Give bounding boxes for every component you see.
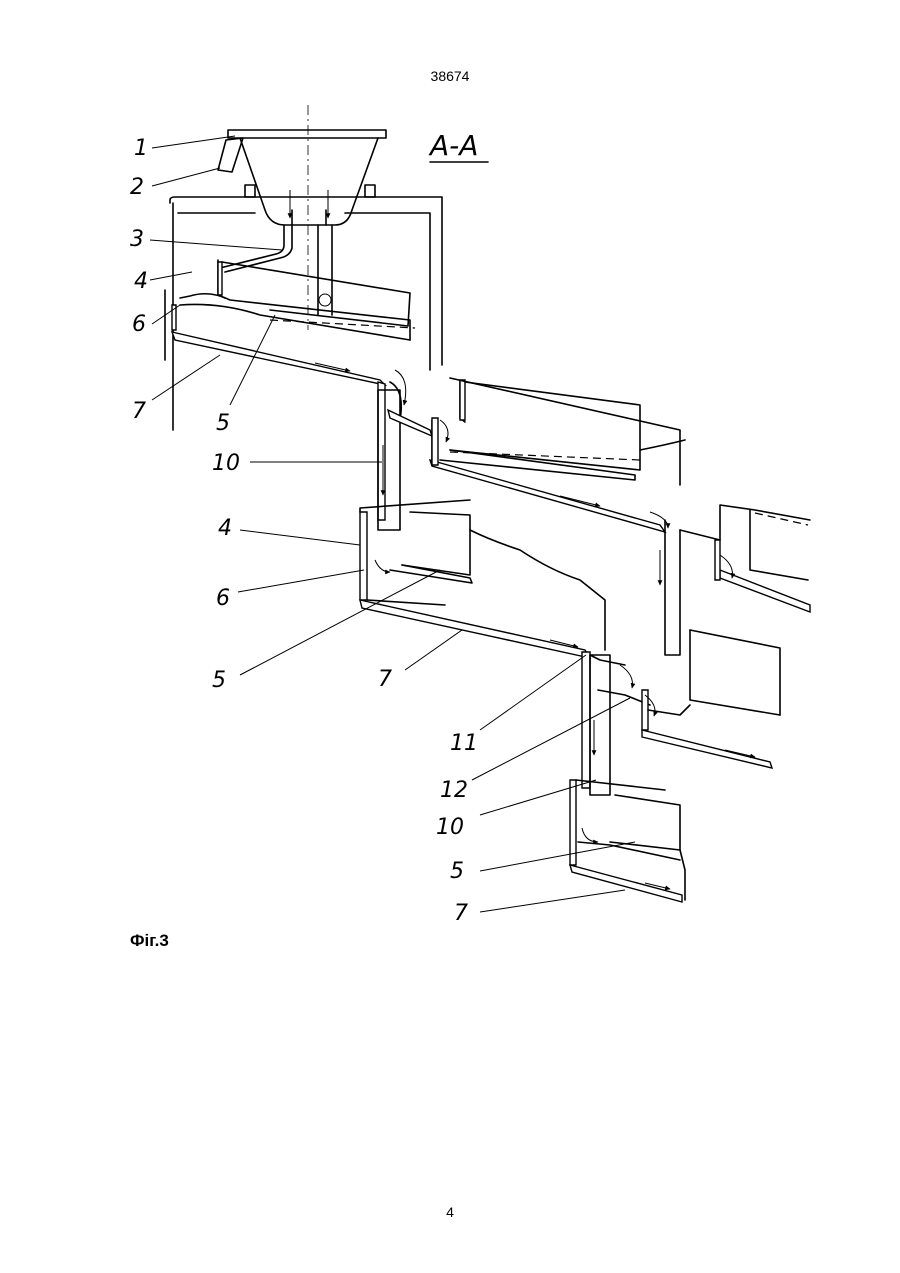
- label-7: 7: [132, 399, 146, 424]
- label-4: 4: [134, 269, 148, 294]
- label-10: 10: [212, 451, 240, 476]
- first-tray: [172, 260, 415, 340]
- section-label: A-A: [428, 129, 478, 162]
- drop-tube-right: [665, 520, 680, 655]
- figure-caption: Фіг.3: [130, 931, 169, 951]
- page-code: 38674: [0, 68, 900, 84]
- chute-second: [360, 600, 590, 658]
- label-3: 3: [130, 227, 144, 252]
- frame-top: [170, 197, 442, 365]
- label-2: 2: [130, 175, 144, 200]
- chute-top: [172, 332, 385, 385]
- page-number: 4: [0, 1204, 900, 1220]
- label-5: 5: [216, 411, 230, 436]
- label-10-second: 10: [436, 815, 464, 840]
- label-4-second: 4: [218, 516, 232, 541]
- drop-tube-2: [582, 652, 590, 788]
- label-6: 6: [132, 312, 146, 337]
- technical-drawing: A-A 1 2 3 4 6 7 5 10 4 6 5 7 11 12 10 5 …: [120, 100, 820, 930]
- label-5-third: 5: [450, 859, 464, 884]
- label-12: 12: [440, 778, 468, 803]
- label-11: 11: [450, 731, 478, 756]
- label-1: 1: [134, 136, 148, 161]
- chute-bottom: [570, 865, 682, 902]
- label-6-second: 6: [216, 586, 230, 611]
- label-5-second: 5: [212, 668, 226, 693]
- hopper: [228, 130, 386, 225]
- label-7-third: 7: [454, 901, 468, 926]
- label-7-second: 7: [378, 667, 392, 692]
- spout: [218, 138, 243, 172]
